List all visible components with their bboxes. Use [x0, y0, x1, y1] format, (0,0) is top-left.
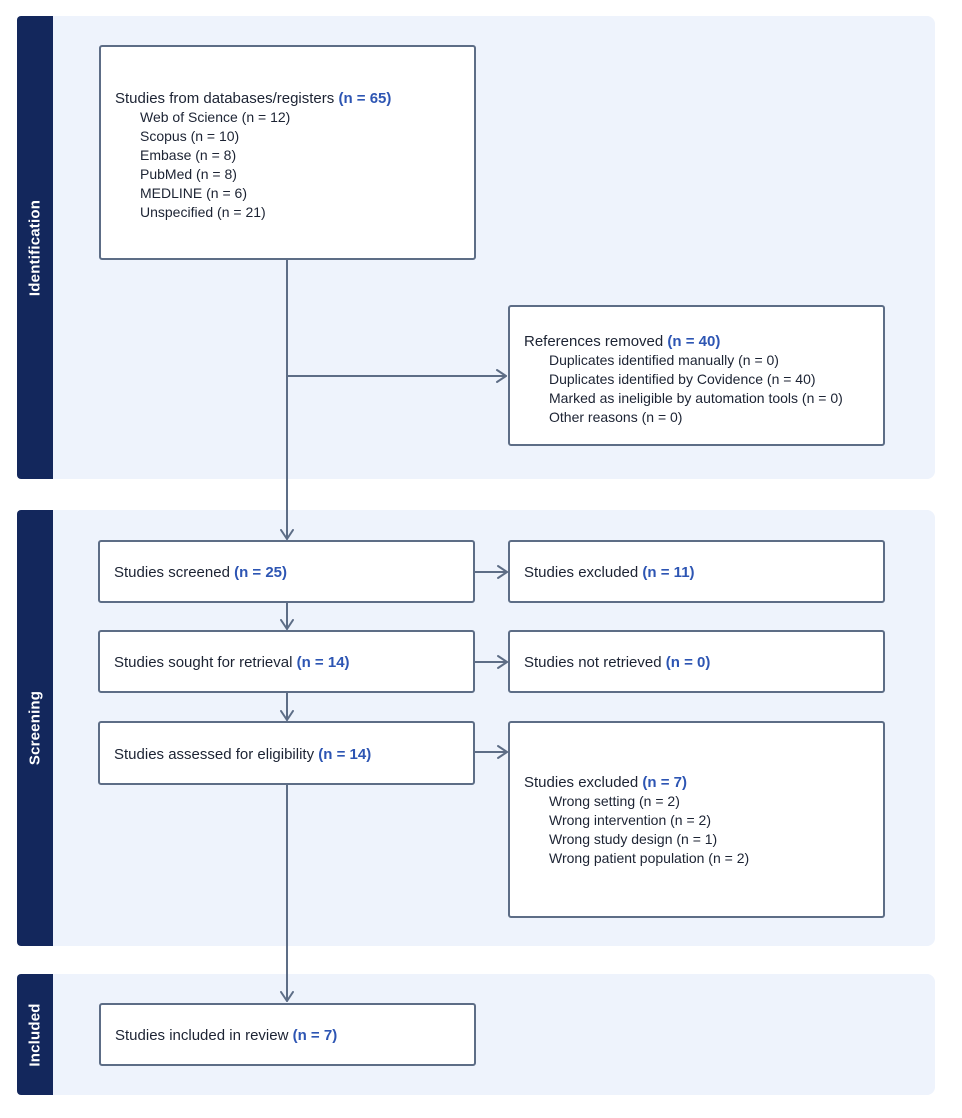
arrowhead-excluded2: [497, 745, 508, 759]
studies-not-retrieved-box: Studies not retrieved (n = 0): [508, 630, 885, 693]
sought-count: (n = 14): [296, 654, 350, 671]
source-item: PubMed (n = 8): [140, 166, 237, 182]
not-retrieved-title: Studies not retrieved: [524, 654, 662, 671]
exclusion-reason-item: Wrong patient population (n = 2): [549, 850, 750, 866]
source-item: Web of Science (n = 12): [140, 109, 291, 125]
included-count: (n = 7): [292, 1027, 338, 1044]
removed-item: Duplicates identified by Covidence (n = …: [549, 371, 816, 387]
removed-item: Duplicates identified manually (n = 0): [549, 352, 779, 368]
included-title: Studies included in review: [115, 1027, 289, 1044]
removed-item: Other reasons (n = 0): [549, 409, 683, 425]
excluded-count: (n = 11): [642, 564, 695, 581]
arrowhead-not-retrieved: [497, 655, 508, 669]
studies-screened-box: Studies screened (n = 25): [98, 540, 475, 603]
arrowhead-screened: [280, 529, 294, 540]
excluded-title-line: Studies excluded (n = 11): [524, 563, 873, 582]
arrowhead-removed: [496, 369, 507, 383]
source-item: MEDLINE (n = 6): [140, 185, 247, 201]
removed-title: References removed: [524, 333, 664, 350]
included-title-line: Studies included in review (n = 7): [115, 1026, 464, 1045]
excluded-title: Studies excluded: [524, 564, 639, 581]
identification-title: Studies from databases/registers: [115, 90, 335, 107]
identification-title-line: Studies from databases/registers (n = 65…: [115, 89, 464, 108]
source-item: Embase (n = 8): [140, 147, 237, 163]
assessed-title: Studies assessed for eligibility: [114, 746, 315, 763]
screened-count: (n = 25): [234, 564, 288, 581]
exclusion-reason-item: Wrong intervention (n = 2): [549, 812, 711, 828]
arrowhead-excluded: [497, 565, 508, 579]
excluded2-count: (n = 7): [642, 774, 688, 791]
removed-title-line: References removed (n = 40): [524, 332, 873, 351]
arrowhead-included: [280, 991, 294, 1002]
assessed-title-line: Studies assessed for eligibility (n = 14…: [114, 745, 463, 764]
sought-title: Studies sought for retrieval: [114, 654, 293, 671]
not-retrieved-title-line: Studies not retrieved (n = 0): [524, 653, 873, 672]
source-item: Unspecified (n = 21): [140, 204, 266, 220]
references-removed-box: References removed (n = 40) Duplicates i…: [508, 305, 885, 446]
studies-excluded-box: Studies excluded (n = 11): [508, 540, 885, 603]
removed-count: (n = 40): [667, 333, 721, 350]
source-item: Scopus (n = 10): [140, 128, 240, 144]
included-phase-tab: Included: [17, 974, 53, 1095]
screening-phase-tab: Screening: [17, 510, 53, 946]
studies-assessed-box: Studies assessed for eligibility (n = 14…: [98, 721, 475, 785]
excluded2-title-line: Studies excluded (n = 7): [524, 773, 873, 792]
screened-title: Studies screened: [114, 564, 230, 581]
studies-included-box: Studies included in review (n = 7): [99, 1003, 476, 1066]
identification-phase-tab: Identification: [17, 16, 53, 479]
arrowhead-sought: [280, 619, 294, 630]
assessed-count: (n = 14): [318, 746, 372, 763]
studies-excluded-reasons-box: Studies excluded (n = 7) Wrong setting (…: [508, 721, 885, 918]
identification-count: (n = 65): [338, 90, 392, 107]
not-retrieved-count: (n = 0): [665, 654, 711, 671]
screened-title-line: Studies screened (n = 25): [114, 563, 463, 582]
exclusion-reason-item: Wrong setting (n = 2): [549, 793, 680, 809]
removed-item: Marked as ineligible by automation tools…: [549, 390, 843, 406]
excluded2-title: Studies excluded: [524, 774, 639, 791]
exclusion-reason-item: Wrong study design (n = 1): [549, 831, 718, 847]
arrowhead-assessed: [280, 710, 294, 721]
sought-title-line: Studies sought for retrieval (n = 14): [114, 653, 463, 672]
identification-box: Studies from databases/registers (n = 65…: [99, 45, 476, 260]
studies-sought-box: Studies sought for retrieval (n = 14): [98, 630, 475, 693]
